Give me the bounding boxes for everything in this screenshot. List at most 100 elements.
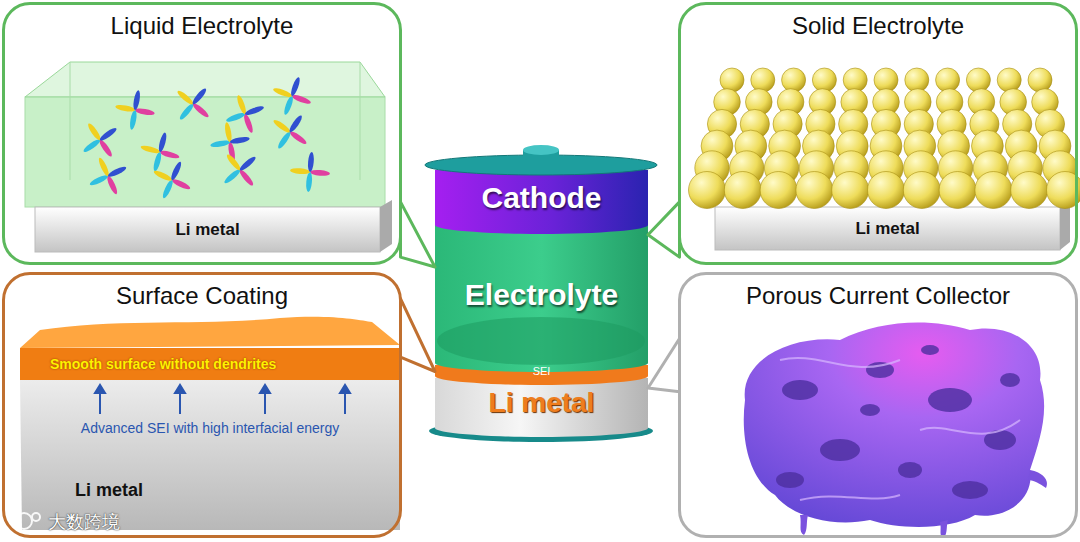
illustration-part [16, 513, 32, 529]
illustration-part [175, 385, 185, 393]
illustration-part [523, 145, 559, 155]
illustration-part [290, 167, 310, 174]
illustration-part [82, 138, 102, 154]
illustration-part [95, 385, 105, 393]
illustration-part [724, 172, 761, 209]
illustration-part [238, 155, 257, 172]
node-text: Li metal [175, 220, 239, 240]
illustration-part [89, 173, 109, 187]
illustration-part [939, 172, 976, 209]
lithium-slab: Li metal [35, 207, 380, 252]
illustration-part [782, 380, 818, 400]
node-text: Li metal [855, 219, 919, 239]
illustration-part [225, 153, 242, 172]
callout-panel: Solid Electrolyte Li metal [678, 2, 1078, 265]
lithium-slab: Li metal [715, 207, 1060, 250]
illustration-part [210, 139, 231, 148]
node-text: Electrolyte [465, 278, 618, 312]
illustration-part [153, 169, 173, 183]
illustration-part [760, 172, 797, 209]
illustration-part [179, 392, 181, 414]
illustration-part [178, 102, 195, 121]
illustration-part [689, 172, 726, 209]
illustration-part [952, 481, 988, 499]
illustration-part [1011, 172, 1048, 209]
illustration-part [860, 404, 880, 416]
illustration-part [97, 157, 111, 177]
lithium-block: Advanced SEI with high interfacial energ… [20, 380, 400, 530]
illustration-part [720, 68, 744, 92]
coating-layer: Smooth surface without dendrites [20, 348, 400, 380]
illustration-part [140, 144, 161, 155]
illustration-part [920, 420, 1020, 434]
illustration-part [105, 175, 119, 195]
illustration-part [928, 388, 972, 412]
illustration-part [191, 87, 208, 106]
illustration-part [236, 94, 248, 115]
illustration-part [159, 149, 180, 160]
watermark-box: 大数跨境 [48, 510, 120, 534]
illustration-part [751, 68, 775, 92]
illustration-part [812, 68, 836, 92]
illustration-part [98, 126, 118, 142]
illustration-part [344, 392, 346, 414]
illustration-part [903, 172, 940, 209]
illustration-part [975, 172, 1012, 209]
illustration-part [796, 172, 833, 209]
illustration-part [224, 122, 233, 143]
illustration-part [340, 385, 350, 393]
illustration-part [244, 105, 265, 117]
node-text: Cathode [482, 181, 602, 215]
illustration-part [966, 68, 990, 92]
illustration-part [264, 392, 266, 414]
illustration-part [380, 200, 392, 252]
illustration-part [86, 122, 102, 142]
illustration-part [800, 495, 900, 500]
illustration-part [1028, 68, 1052, 92]
illustration-part [921, 345, 939, 355]
illustration-part [152, 151, 163, 172]
illustration-part [134, 107, 155, 116]
illustration-part [435, 170, 648, 234]
illustration-part [242, 113, 254, 134]
illustration-part [107, 165, 127, 179]
node-text: Liquid Electrolyte [5, 11, 399, 41]
illustration-part [82, 76, 330, 199]
illustration-part [132, 90, 141, 111]
illustration-part [800, 470, 1047, 538]
illustration-part [161, 179, 175, 199]
callout-tail [401, 202, 436, 267]
node-text: SEI [533, 365, 551, 378]
callout-panel: Surface CoatingSmooth surface without de… [2, 272, 402, 538]
illustration-part [820, 439, 860, 461]
illustration-part [832, 172, 869, 209]
illustration-part [70, 62, 71, 180]
illustration-part [25, 97, 385, 207]
callout-panel: Porous Current Collector [678, 272, 1078, 538]
node-text: Surface Coating [5, 281, 399, 311]
illustration-part [191, 102, 210, 119]
node-text: Solid Electrolyte [681, 11, 1075, 41]
illustration-part [776, 345, 1020, 499]
illustration-part [780, 358, 1020, 500]
illustration-part [868, 172, 905, 209]
electrolyte-layer: Electrolyte [435, 225, 648, 365]
illustration-part [936, 68, 960, 92]
illustration-part [800, 515, 808, 535]
callout-tail [648, 202, 680, 257]
illustration-part [997, 68, 1021, 92]
illustration-part [744, 323, 1044, 527]
illustration-part [276, 130, 292, 150]
illustration-part [223, 168, 242, 185]
illustration-part [437, 317, 645, 365]
illustration-part [272, 118, 292, 134]
illustration-part [99, 392, 101, 414]
illustration-part [95, 385, 350, 414]
illustration-part [129, 109, 138, 130]
illustration-part [283, 95, 295, 116]
illustration-part [1047, 172, 1080, 209]
illustration-part [98, 138, 114, 158]
